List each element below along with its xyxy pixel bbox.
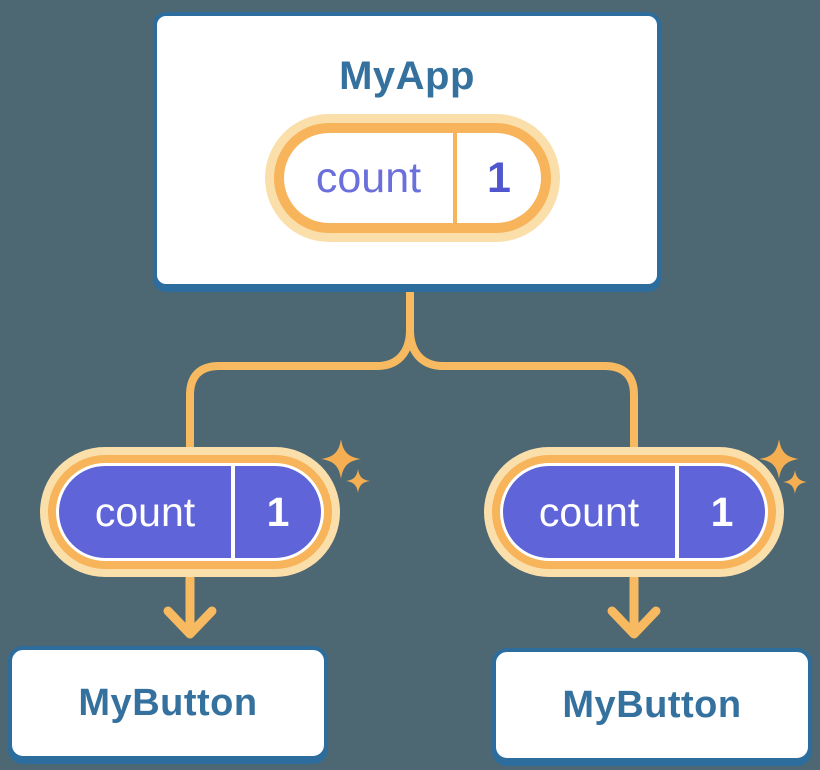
prop-pill-left: count 1	[40, 447, 340, 577]
sparkles-icon	[321, 439, 370, 493]
node-mybutton-left-card: MyButton	[8, 646, 328, 760]
pill-divider	[453, 133, 457, 223]
node-mybutton-left-title: MyButton	[78, 682, 258, 724]
node-mybutton-right-title: MyButton	[562, 684, 742, 726]
prop-pill-value: 1	[710, 488, 734, 535]
node-myapp-title: MyApp	[339, 54, 475, 98]
state-pill-ring: count 1	[274, 123, 551, 233]
node-mybutton-right-card: MyButton	[492, 648, 812, 762]
state-pill-value: 1	[487, 153, 511, 202]
sparkles-icon	[759, 439, 807, 494]
prop-pill-right: count 1	[484, 447, 784, 577]
prop-pill-label: count	[94, 488, 196, 535]
tree-connector	[186, 276, 638, 454]
pill-divider	[675, 466, 679, 558]
node-myapp-card: MyApp	[153, 12, 661, 288]
arrow-down-icon	[607, 573, 661, 639]
prop-pill-ring: count 1	[492, 455, 776, 569]
prop-pill-value: 1	[266, 488, 290, 535]
arrow-down-icon	[163, 573, 217, 639]
pill-divider	[231, 466, 235, 558]
prop-pill-label: count	[538, 488, 640, 535]
prop-pill-ring: count 1	[48, 455, 332, 569]
state-pill-myapp: count 1	[265, 114, 560, 242]
state-pill-label: count	[315, 153, 422, 202]
